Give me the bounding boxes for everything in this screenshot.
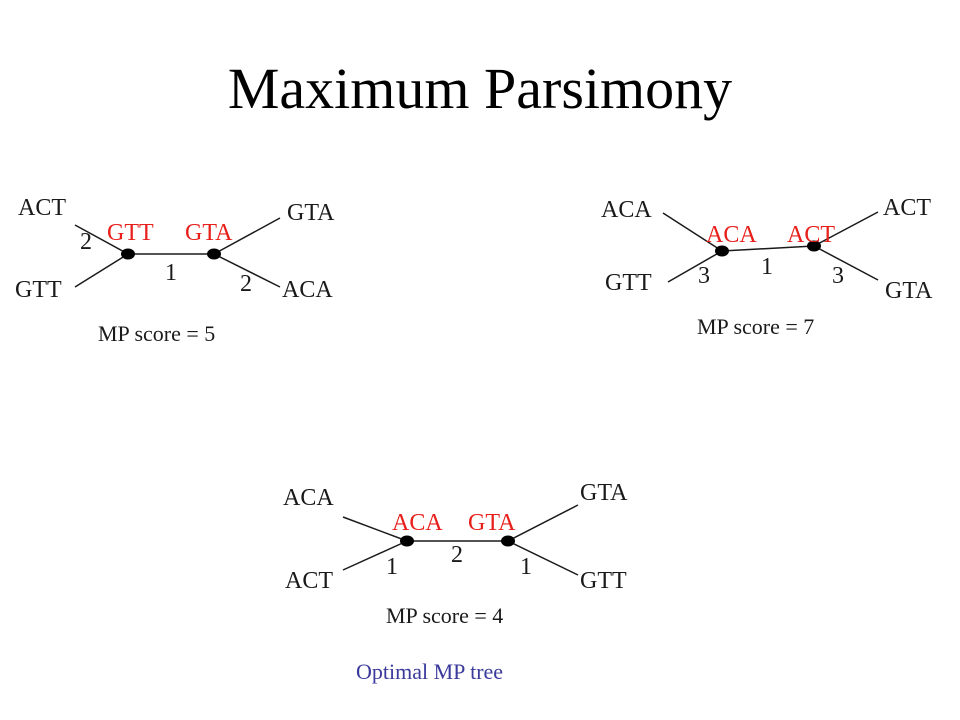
leaf-bottom-left: GTT (605, 270, 652, 296)
internal-node-right (807, 240, 821, 252)
internal-label-left: ACA (706, 222, 757, 248)
tree-3: ACA ACT GTA GTT ACA GTA 1 2 1 MP score =… (283, 480, 628, 628)
page-title: Maximum Parsimony (228, 56, 732, 121)
internal-node-left (400, 535, 414, 547)
internal-node-right (207, 248, 221, 260)
optimal-tree-label: Optimal MP tree (356, 659, 503, 684)
leaf-bottom-left: GTT (15, 277, 62, 303)
leaf-top-left: ACA (283, 485, 334, 511)
edge-bottom-left (342, 540, 408, 571)
edge-weight-right: 3 (832, 263, 844, 289)
edge-top-left (662, 212, 723, 252)
edge-weight-right: 2 (240, 271, 252, 297)
internal-node-right (501, 535, 515, 547)
edge-bottom-left (667, 250, 723, 283)
mp-score: MP score = 4 (386, 603, 503, 628)
leaf-top-right: GTA (580, 480, 628, 506)
internal-label-right: ACT (787, 222, 835, 248)
leaf-bottom-right: GTT (580, 568, 627, 594)
edge-bottom-right (507, 540, 579, 576)
mp-score: MP score = 5 (98, 321, 215, 346)
edge-top-left (74, 224, 129, 255)
edge-top-left (342, 516, 408, 542)
edge-top-right (213, 217, 281, 255)
edge-weight-center: 1 (165, 260, 177, 286)
internal-label-right: GTA (468, 510, 516, 536)
edge-weight-left: 2 (80, 229, 92, 255)
edge-internal (721, 245, 815, 252)
edge-bottom-right (813, 245, 879, 281)
leaf-top-left: ACA (601, 197, 652, 223)
edge-weight-center: 1 (761, 254, 773, 280)
internal-node-left (715, 245, 729, 257)
edge-weight-center: 2 (451, 542, 463, 568)
internal-label-right: GTA (185, 220, 233, 246)
mp-score: MP score = 7 (697, 314, 814, 339)
edge-weight-left: 3 (698, 263, 710, 289)
leaf-top-right: GTA (287, 200, 335, 226)
leaf-top-left: ACT (18, 195, 66, 221)
tree-1: ACT GTT GTA ACA GTT GTA 2 1 2 MP score =… (15, 195, 335, 346)
internal-label-left: ACA (392, 510, 443, 536)
leaf-bottom-left: ACT (285, 568, 333, 594)
internal-label-left: GTT (107, 220, 154, 246)
tree-2: ACA GTT ACT GTA ACA ACT 3 1 3 MP score =… (601, 195, 933, 339)
edge-bottom-left (74, 253, 129, 288)
internal-node-left (121, 248, 135, 260)
edge-top-right (813, 211, 879, 247)
leaf-top-right: ACT (883, 195, 931, 221)
edge-top-right (507, 504, 579, 542)
edge-weight-left: 1 (386, 554, 398, 580)
edge-weight-right: 1 (520, 554, 532, 580)
leaf-bottom-right: GTA (885, 278, 933, 304)
leaf-bottom-right: ACA (282, 277, 333, 303)
edge-bottom-right (213, 253, 281, 288)
